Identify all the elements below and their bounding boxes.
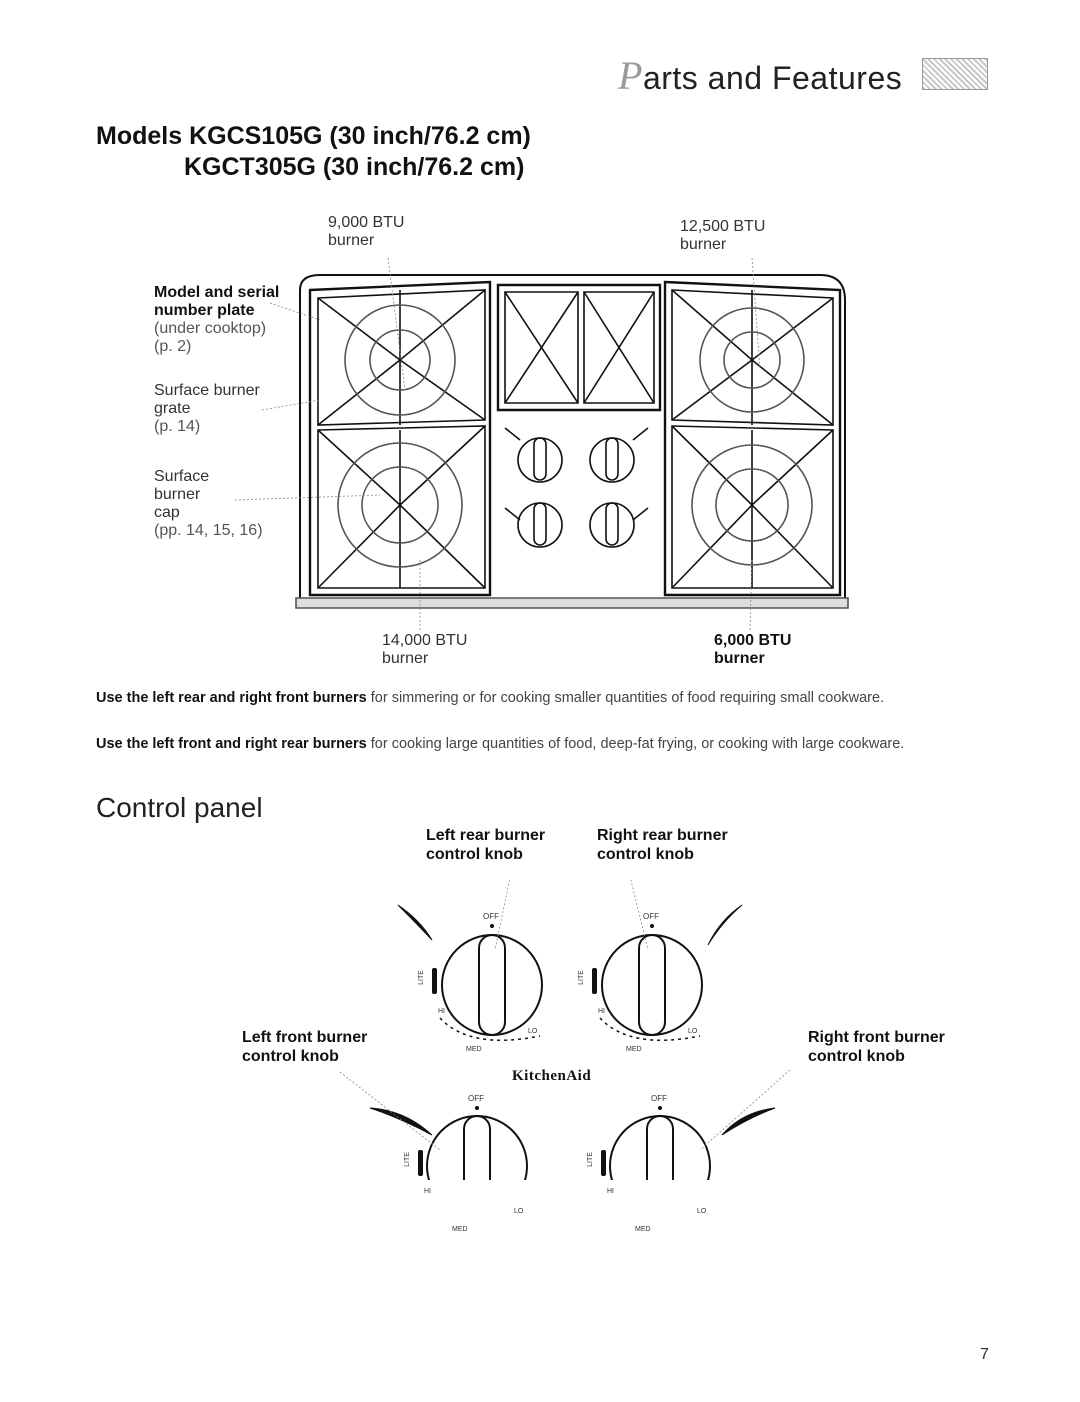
model-plate-page: (p. 2) [154, 338, 192, 355]
knob-left-front-hi: HI [424, 1188, 431, 1195]
section-heading-initial: P [618, 53, 643, 98]
left-rear-knob-line2: control knob [426, 846, 523, 863]
section-heading: Parts and Features [618, 52, 902, 99]
right-rear-knob-line1: Right rear burner [597, 827, 728, 844]
paragraph-left-front-right-rear: Use the left front and right rear burner… [96, 734, 996, 755]
knob-right-front-hi: HI [607, 1188, 614, 1195]
label-left-front-knob: Left front burner control knob [242, 1028, 367, 1066]
grate-title: Surface burner [154, 382, 260, 399]
grate-page: (p. 14) [154, 418, 201, 435]
label-9000-btu-burner: burner [328, 232, 375, 249]
knob-left-rear-hi: HI [438, 1008, 445, 1015]
model-title-2: KGCT305G (30 inch/76.2 cm) [184, 153, 525, 181]
label-9000-btu-value: 9,000 BTU [328, 214, 405, 231]
label-14000-btu: 14,000 BTU burner [382, 632, 467, 668]
label-12500-btu-burner: burner [680, 236, 727, 253]
knob-right-rear-off: OFF [643, 912, 659, 921]
model-plate-note: (under cooktop) [154, 320, 267, 337]
label-9000-btu: 9,000 BTU burner [328, 214, 404, 250]
label-6000-btu: 6,000 BTU burner [714, 632, 791, 668]
knob-left-front-lo: LO [514, 1208, 524, 1215]
knob-right-front-off: OFF [651, 1094, 667, 1103]
grate-title-2: grate [154, 400, 191, 417]
knob-left-rear [441, 934, 543, 1036]
right-rear-knob-line2: control knob [597, 846, 694, 863]
section-tab-marker [922, 58, 988, 90]
knob-right-rear-hi: HI [598, 1008, 605, 1015]
knob-right-rear-lite: LITE [577, 970, 585, 985]
cap-title: Surface [154, 468, 210, 485]
knob-left-front-lite: LITE [403, 1152, 411, 1167]
paragraph-2-bold: Use the left front and right rear burner… [96, 736, 367, 752]
label-12500-btu-value: 12,500 BTU [680, 218, 766, 235]
left-front-knob-line1: Left front burner [242, 1029, 368, 1046]
label-burner-cap: Surface burner cap (pp. 14, 15, 16) [154, 468, 263, 540]
cap-page: (pp. 14, 15, 16) [154, 522, 263, 539]
section-heading-text: arts and Features [642, 60, 903, 96]
control-panel-title: Control panel [96, 792, 263, 823]
cap-title-2: burner [154, 486, 201, 503]
knob-left-rear-off: OFF [483, 912, 499, 921]
knob-right-front [609, 1115, 711, 1180]
knob-right-rear [601, 934, 703, 1036]
knob-left-rear-med: MED [466, 1046, 482, 1053]
knob-right-front-lite: LITE [586, 1152, 594, 1167]
label-14000-btu-value: 14,000 BTU [382, 632, 468, 649]
knob-right-front-med: MED [635, 1226, 651, 1233]
knob-right-rear-med: MED [626, 1046, 642, 1053]
knob-left-front-med: MED [452, 1226, 468, 1233]
label-14000-btu-burner: burner [382, 650, 429, 667]
label-right-front-knob: Right front burner control knob [808, 1028, 945, 1066]
label-6000-btu-burner: burner [714, 650, 765, 667]
left-front-knob-line2: control knob [242, 1048, 339, 1065]
knob-left-rear-lite: LITE [417, 970, 425, 985]
right-front-knob-line2: control knob [808, 1048, 905, 1065]
label-6000-btu-value: 6,000 BTU [714, 632, 792, 649]
knob-left-rear-lo: LO [528, 1028, 538, 1035]
paragraph-2-text: for cooking large quantities of food, de… [366, 736, 905, 752]
model-plate-title-2: number plate [154, 302, 255, 319]
right-front-knob-line1: Right front burner [808, 1029, 945, 1046]
knob-right-front-lo: LO [697, 1208, 707, 1215]
label-model-plate: Model and serial number plate (under coo… [154, 284, 279, 356]
label-grate: Surface burner grate (p. 14) [154, 382, 260, 436]
knob-right-rear-lo: LO [688, 1028, 698, 1035]
paragraph-1-text: for simmering or for cooking smaller qua… [366, 690, 885, 706]
page-number: 7 [980, 1346, 989, 1363]
label-12500-btu: 12,500 BTU burner [680, 218, 765, 254]
label-left-rear-knob: Left rear burner control knob [426, 826, 545, 864]
model-title-1: Models KGCS105G (30 inch/76.2 cm) [96, 122, 531, 150]
kitchenaid-logo: KitchenAid [512, 1068, 592, 1084]
knob-left-front [426, 1115, 528, 1180]
cooktop-illustration [234, 257, 849, 631]
knob-left-front-off: OFF [468, 1094, 484, 1103]
label-right-rear-knob: Right rear burner control knob [597, 826, 728, 864]
paragraph-1-bold: Use the left rear and right front burner… [96, 690, 367, 706]
left-rear-knob-line1: Left rear burner [426, 827, 546, 844]
control-panel-knobs [339, 880, 791, 1180]
paragraph-left-rear-right-front: Use the left rear and right front burner… [96, 688, 996, 709]
model-plate-title: Model and serial [154, 284, 280, 301]
cap-title-3: cap [154, 504, 180, 521]
